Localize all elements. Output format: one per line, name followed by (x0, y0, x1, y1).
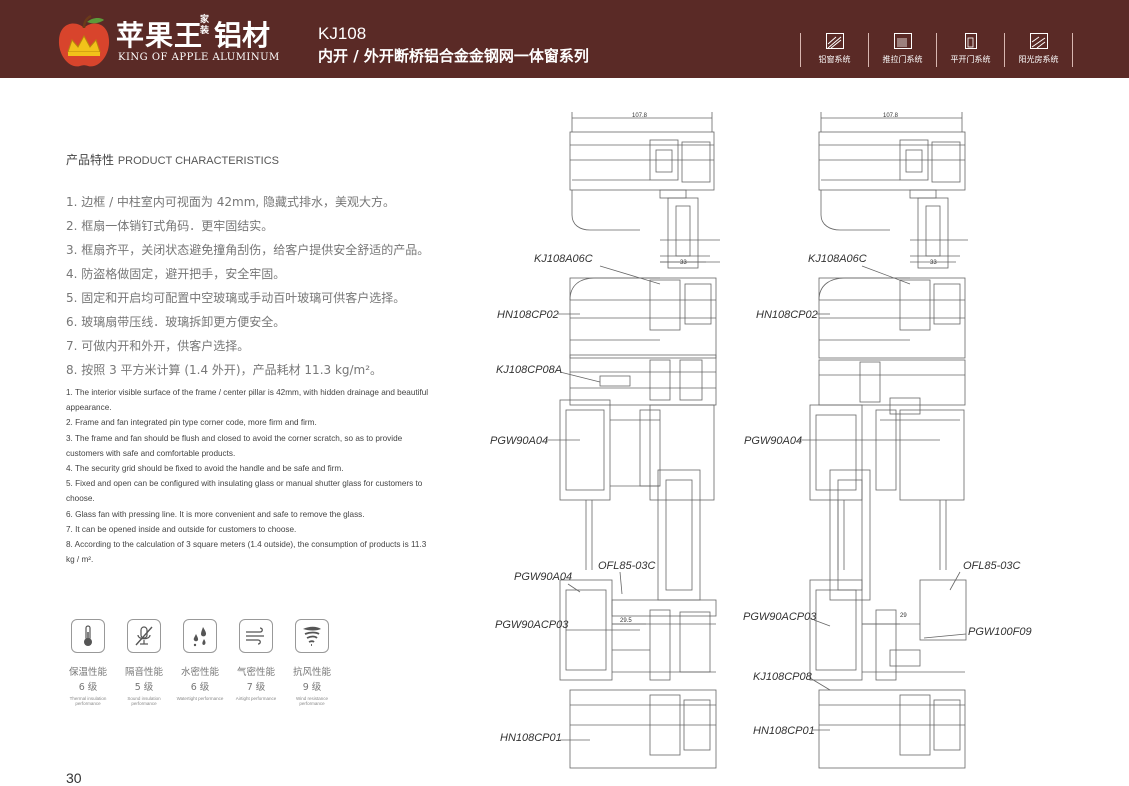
part-label: PGW90A04 (744, 435, 802, 447)
dim-top-right: 107.8 (883, 113, 899, 119)
list-item: 8. According to the calculation of 3 squ… (66, 540, 427, 565)
part-label: PGW90A04 (490, 435, 548, 447)
performance-thermal: 保温性能 6 级 Thermal insulation performance (60, 619, 116, 706)
nav-window-system[interactable]: 铝窗系统 (800, 33, 868, 67)
performance-en: Airtight performance (235, 696, 277, 701)
wind-icon (239, 619, 273, 653)
list-item: 2. Frame and fan integrated pin type cor… (66, 418, 317, 428)
nav-casement-door-system[interactable]: 平开门系统 (936, 33, 1004, 67)
part-label: PGW90ACP03 (743, 611, 817, 623)
part-label: PGW100F09 (968, 626, 1032, 638)
nav-label: 铝窗系统 (818, 55, 851, 64)
brand-name-cn-suffix: 铝材 (214, 19, 271, 52)
performance-name: 隔音性能 (124, 667, 163, 678)
part-label: OFL85-03C (963, 560, 1021, 572)
part-label: KJ108A06C (808, 253, 867, 265)
nav-sunroom-system[interactable]: 阳光房系统 (1004, 33, 1073, 67)
section-title-en: PRODUCT CHARACTERISTICS (117, 155, 279, 167)
performance-level: 9 级 (302, 682, 322, 693)
performance-en: Wind resistance performance (295, 696, 328, 706)
list-item: 2. 框扇一体销钉式角码．更牢固结实。 (66, 219, 274, 233)
list-item: 1. The interior visible surface of the f… (66, 388, 429, 413)
part-label: PGW90A04 (514, 571, 572, 583)
apple-crown-logo-icon (58, 14, 110, 67)
list-item: 4. 防盗格做固定，避开把手，安全牢固。 (66, 267, 286, 281)
performance-level: 7 级 (246, 682, 266, 693)
brand-tag: 家装 (200, 15, 210, 36)
list-item: 6. Glass fan with pressing line. It is m… (66, 509, 365, 519)
list-item: 4. The security grid should be fixed to … (66, 464, 344, 474)
list-item: 7. 可做内开和外开，供客户选择。 (66, 339, 250, 353)
part-label: KJ108CP08A (496, 364, 562, 376)
dim-top-left: 107.8 (632, 113, 648, 119)
tornado-icon (295, 619, 329, 653)
series-title: 内开 / 外开断桥铝合金金钢网一体窗系列 (318, 47, 589, 65)
part-label: KJ108A06C (534, 253, 593, 265)
header-bar: 苹果王 家装 铝材 KING OF APPLE ALUMINUM KJ108 内… (0, 0, 1129, 78)
nav-sliding-door-system[interactable]: 推拉门系统 (868, 33, 936, 67)
part-label: HN108CP02 (756, 309, 818, 321)
drawing-right (798, 112, 968, 769)
list-item: 3. 框扇齐平，关闭状态避免撞角刮伤，给客户提供安全舒适的产品。 (66, 243, 430, 257)
performance-name: 水密性能 (180, 667, 219, 678)
section-title: 产品特性 PRODUCT CHARACTERISTICS (66, 151, 279, 168)
list-item: 3. The frame and fan should be flush and… (66, 433, 403, 458)
list-item: 5. 固定和开启均可配置中空玻璃或手动百叶玻璃可供客户选择。 (66, 291, 406, 305)
performance-en: Watertight performance (176, 696, 224, 701)
characteristics-cn-list: 1. 边框 / 中柱室内可视面为 42mm, 隐藏式排水，美观大方。 2. 框扇… (66, 190, 456, 382)
performance-air: 气密性能 7 级 Airtight performance (228, 619, 284, 701)
casement-door-icon (964, 33, 977, 49)
dim-low-left: 29.5 (620, 618, 632, 624)
performance-en: Thermal insulation performance (69, 696, 107, 706)
list-item: 6. 玻璃扇带压线．玻璃拆卸更方便安全。 (66, 315, 286, 329)
performance-wind: 抗风性能 9 级 Wind resistance performance (284, 619, 340, 706)
brand-logo[interactable]: 苹果王 家装 铝材 KING OF APPLE ALUMINUM (54, 12, 279, 68)
performance-name: 抗风性能 (292, 667, 331, 678)
technical-drawings: 107.8 33 29.5 KJ108A06C HN108CP02 KJ108C… (490, 112, 1032, 769)
brand-name-en: KING OF APPLE ALUMINUM (118, 52, 280, 63)
nav-label: 推拉门系统 (882, 55, 923, 64)
part-label: HN108CP01 (753, 725, 815, 737)
page-number: 30 (66, 770, 82, 786)
nav-label: 阳光房系统 (1018, 55, 1059, 64)
part-label: HN108CP01 (500, 732, 562, 744)
list-item: 8. 按照 3 平方米计算 (1.4 外开)，产品耗材 11.3 kg/m²。 (66, 363, 383, 377)
drawing-left (546, 112, 720, 769)
mute-icon (127, 619, 161, 653)
performance-sound: 隔音性能 5 级 Sound insulation performance (116, 619, 172, 706)
nav-label: 平开门系统 (950, 55, 991, 64)
dim-mid-right: 33 (930, 260, 937, 266)
characteristics-en-list: 1. The interior visible surface of the f… (66, 385, 436, 567)
performance-name: 气密性能 (236, 667, 275, 678)
thermometer-icon (71, 619, 105, 653)
brand-name-cn: 苹果王 (116, 19, 204, 52)
part-label: KJ108CP08 (753, 671, 813, 683)
list-item: 7. It can be opened inside and outside f… (66, 524, 297, 534)
sunroom-icon (1029, 33, 1048, 49)
dim-mid-left: 33 (680, 260, 687, 266)
list-item: 5. Fixed and open can be configured with… (66, 479, 423, 504)
system-nav: 铝窗系统 推拉门系统 平开门系统 阳光房系统 (800, 33, 1073, 67)
model-number: KJ108 (318, 24, 367, 43)
section-title-cn: 产品特性 (66, 153, 115, 167)
performance-en: Sound insulation performance (127, 696, 161, 706)
performance-level: 5 级 (134, 682, 154, 693)
performance-level: 6 级 (78, 682, 98, 693)
performance-name: 保温性能 (68, 667, 107, 678)
part-label: PGW90ACP03 (495, 619, 569, 631)
performance-water: 水密性能 6 级 Watertight performance (172, 619, 228, 701)
dim-low-right: 29 (900, 613, 907, 619)
part-label: HN108CP02 (497, 309, 559, 321)
part-label: OFL85-03C (598, 560, 656, 572)
list-item: 1. 边框 / 中柱室内可视面为 42mm, 隐藏式排水，美观大方。 (66, 195, 396, 209)
water-drops-icon (183, 619, 217, 653)
sliding-door-icon (893, 33, 912, 49)
window-icon (825, 33, 844, 49)
performance-level: 6 级 (190, 682, 210, 693)
